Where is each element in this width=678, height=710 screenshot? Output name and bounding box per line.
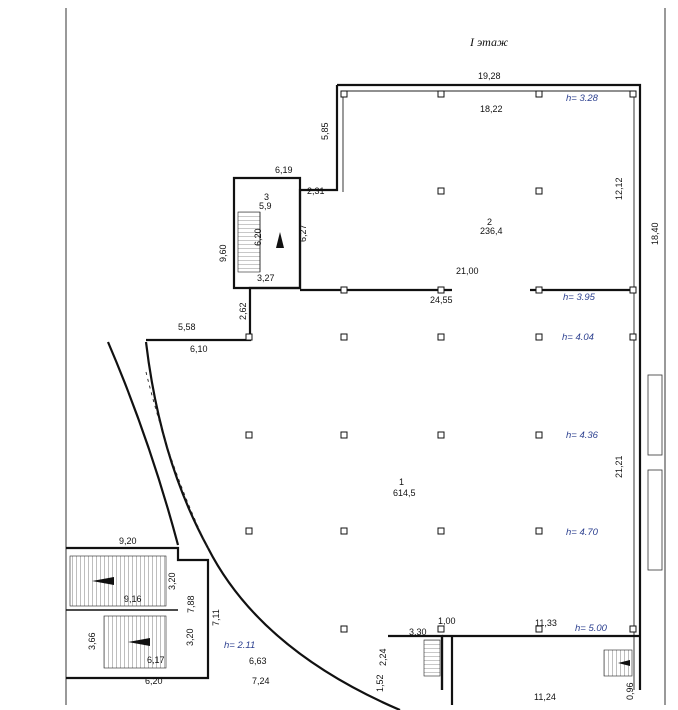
column [629, 90, 637, 98]
columns [245, 90, 637, 633]
column [437, 187, 445, 195]
dim-18-40: 18,40 [650, 222, 660, 245]
column [535, 431, 543, 439]
height-note-5-00: h= 5.00 [575, 623, 608, 634]
column [535, 527, 543, 535]
dim-2-31: 2,31 [307, 186, 325, 196]
dim-1-52: 1,52 [375, 674, 385, 692]
dim-7-11: 7,11 [211, 609, 221, 626]
dim-2-24: 2,24 [378, 648, 388, 666]
curved-glazing [145, 371, 209, 549]
column [340, 527, 348, 535]
dim-3-20-a: 3,20 [167, 572, 177, 590]
dim-6-10: 6,10 [190, 344, 208, 354]
dim-3-66: 3,66 [87, 632, 97, 650]
dim-11-24: 11,24 [534, 692, 556, 702]
column [245, 527, 253, 535]
column [437, 333, 445, 341]
room-3-number: 3 [264, 192, 269, 202]
column [535, 286, 543, 294]
dim-5-85: 5,85 [320, 122, 330, 140]
dim-9-60: 9,60 [218, 244, 228, 262]
right-fixture-2 [647, 469, 663, 571]
annex-wall [66, 546, 210, 680]
dim-12-12: 12,12 [614, 177, 624, 200]
dim-2-62: 2,62 [238, 302, 248, 320]
column [437, 527, 445, 535]
exterior-wall-upper-inner [342, 90, 635, 690]
column [629, 625, 637, 633]
lower-stair-wall [388, 634, 444, 690]
column [340, 90, 348, 98]
dim-1-00: 1,00 [438, 616, 456, 626]
dim-5-58: 5,58 [178, 322, 196, 332]
curved-facade-lower [207, 547, 401, 710]
dim-3-30: 3,30 [409, 627, 427, 637]
room-2-number: 2 [487, 217, 492, 227]
column [437, 90, 445, 98]
dim-21-21: 21,21 [614, 455, 624, 478]
dim-18-22: 18,22 [480, 104, 503, 114]
column [340, 625, 348, 633]
dim-21-00: 21,00 [456, 266, 479, 276]
column [535, 187, 543, 195]
height-note-2-11: h= 2.11 [224, 640, 255, 651]
room-3-area: 5,9 [259, 201, 272, 211]
column [535, 625, 543, 633]
dim-6-63: 6,63 [249, 656, 267, 666]
height-note-4-04: h= 4.04 [562, 332, 594, 343]
dim-11-33: 11,33 [535, 618, 557, 628]
exterior-wall-upper [146, 83, 642, 690]
column [245, 431, 253, 439]
annex-stair-1 [69, 555, 167, 607]
dim-6-20-b: 6,20 [145, 676, 163, 686]
column [437, 431, 445, 439]
height-note-4-36: h= 4.36 [566, 430, 599, 441]
right-fixture-1 [647, 374, 663, 456]
annex-arrow-icon-1 [92, 577, 114, 585]
stair-core-wall [232, 176, 302, 290]
dim-9-16: 9,16 [124, 594, 142, 604]
dim-6-19: 6,19 [275, 165, 293, 175]
column [340, 333, 348, 341]
dim-9-20: 9,20 [119, 536, 137, 546]
curved-facade-outer [106, 341, 180, 546]
column [629, 286, 637, 294]
column [535, 90, 543, 98]
height-note-3-28: h= 3.28 [566, 93, 599, 104]
dim-3-27: 3,27 [257, 273, 275, 283]
height-note-3-95: h= 3.95 [563, 292, 596, 303]
curved-facade-inner [144, 341, 209, 549]
room-1-area: 614,5 [393, 488, 416, 498]
dim-3-20-b: 3,20 [185, 628, 195, 646]
room-2-area: 236,4 [480, 226, 503, 236]
stair-core-arrow-icon [276, 232, 284, 248]
dim-0-96: 0,96 [625, 682, 635, 700]
dim-6-27: 6,27 [298, 224, 308, 242]
column [535, 333, 543, 341]
dim-6-17: 6,17 [147, 655, 165, 665]
floor-title: I этаж [469, 35, 508, 49]
annex-arrow-icon-2 [128, 638, 150, 646]
column [437, 625, 445, 633]
dim-24-55: 24,55 [430, 295, 453, 305]
lower-stair [423, 639, 441, 677]
column [437, 286, 445, 294]
dim-19-28: 19,28 [478, 71, 501, 81]
column [629, 333, 637, 341]
room-1-number: 1 [399, 477, 404, 487]
height-note-4-70: h= 4.70 [566, 527, 599, 538]
dim-7-88: 7,88 [186, 595, 196, 613]
service-arrow-icon [618, 660, 630, 666]
column [340, 431, 348, 439]
dim-6-20: 6,20 [253, 228, 263, 246]
column [245, 333, 253, 341]
dim-7-24: 7,24 [252, 676, 270, 686]
column [340, 286, 348, 294]
